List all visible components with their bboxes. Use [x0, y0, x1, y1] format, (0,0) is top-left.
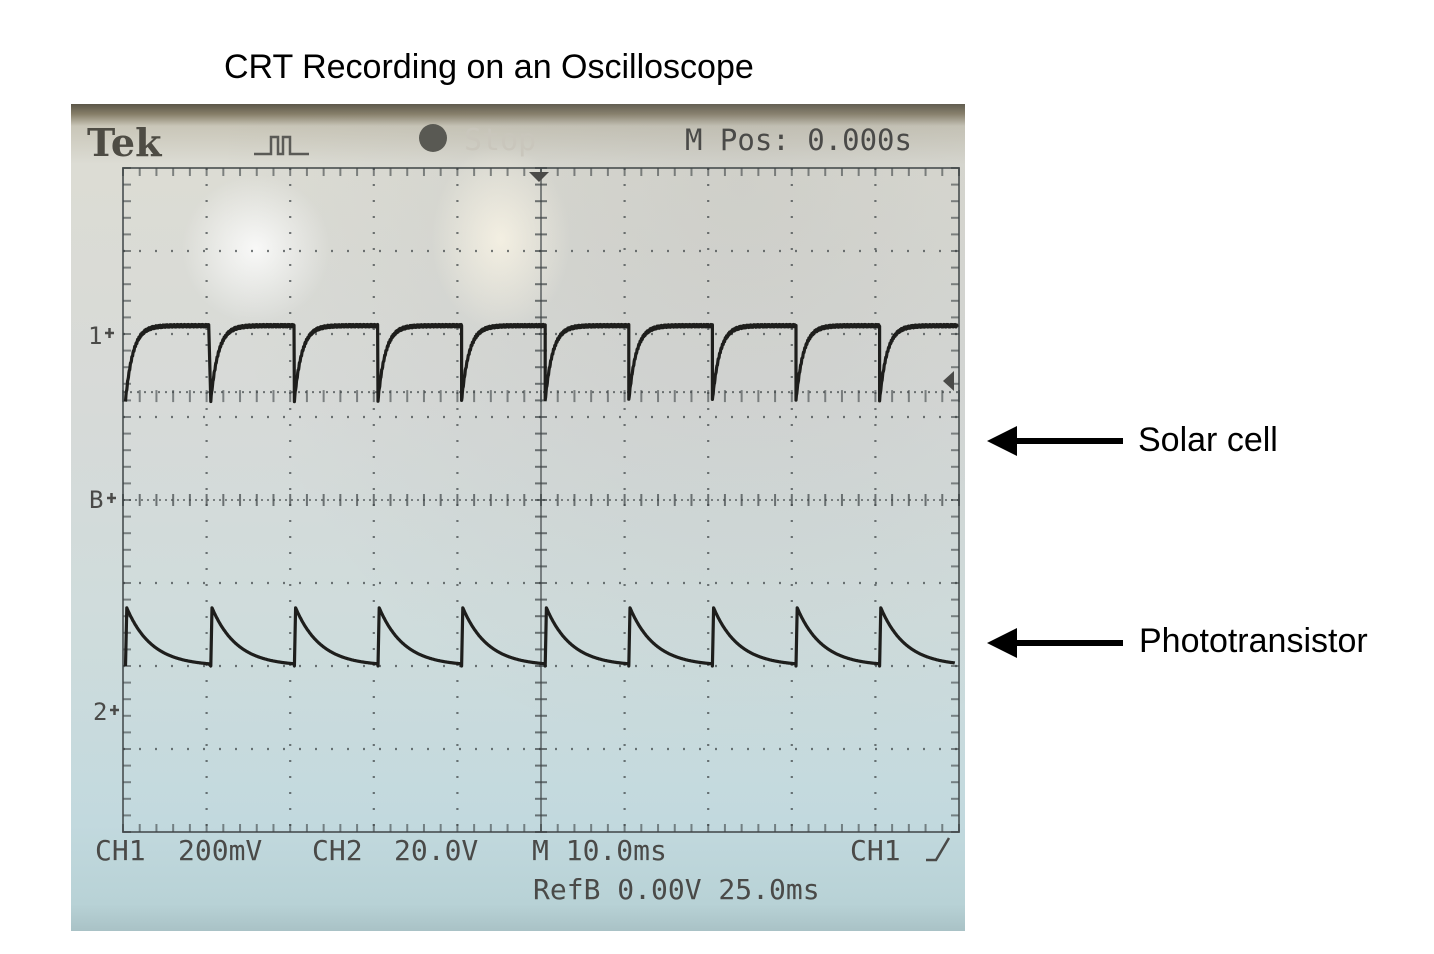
graticule	[122, 167, 960, 833]
waveform-traces	[123, 322, 959, 668]
trigger-level-icon	[943, 371, 954, 391]
refb-readout: RefB 0.00V 25.0ms	[533, 873, 820, 906]
refb-marker-arrow	[107, 493, 116, 503]
ch2-scale: 20.0V	[394, 834, 478, 867]
solar-cell-trace	[123, 322, 959, 404]
screen-glare	[431, 144, 571, 334]
brand-logo: Tek	[87, 120, 162, 165]
phototransistor-label: Phototransistor	[1139, 622, 1368, 660]
phototransistor-trace	[123, 606, 956, 668]
ch2-label: CH2	[312, 834, 363, 867]
trigger-source: CH1	[850, 834, 901, 867]
rising-edge-icon	[926, 837, 951, 862]
phototransistor-arrow-icon	[987, 628, 1123, 658]
ch1-label: CH1	[95, 834, 146, 867]
oscilloscope-screen-photo: Tek Stop M Pos: 0.000s 1 B 2 CH1 200mV C…	[71, 104, 965, 931]
solar-cell-arrow-icon	[987, 426, 1123, 456]
oscilloscope-display: Tek Stop M Pos: 0.000s 1 B 2 CH1 200mV C…	[87, 120, 960, 906]
trigger-pulse-icon	[254, 135, 309, 156]
ch2-marker-arrow	[110, 705, 119, 715]
screen-haze	[71, 104, 965, 931]
ch1-scale: 200mV	[178, 834, 262, 867]
trigger-position-icon	[529, 172, 549, 182]
acquisition-status: Stop	[464, 123, 536, 158]
stop-indicator-icon	[419, 124, 447, 152]
chart-title: CRT Recording on an Oscilloscope	[224, 48, 754, 86]
refb-marker: B	[89, 486, 103, 514]
ch2-ground-marker: 2	[93, 698, 107, 726]
timebase-readout: M 10.0ms	[532, 834, 667, 867]
ch1-marker-arrow	[105, 328, 114, 338]
ch1-ground-marker: 1	[88, 322, 102, 350]
solar-cell-label: Solar cell	[1138, 421, 1278, 459]
m-position-readout: M Pos: 0.000s	[685, 123, 912, 157]
